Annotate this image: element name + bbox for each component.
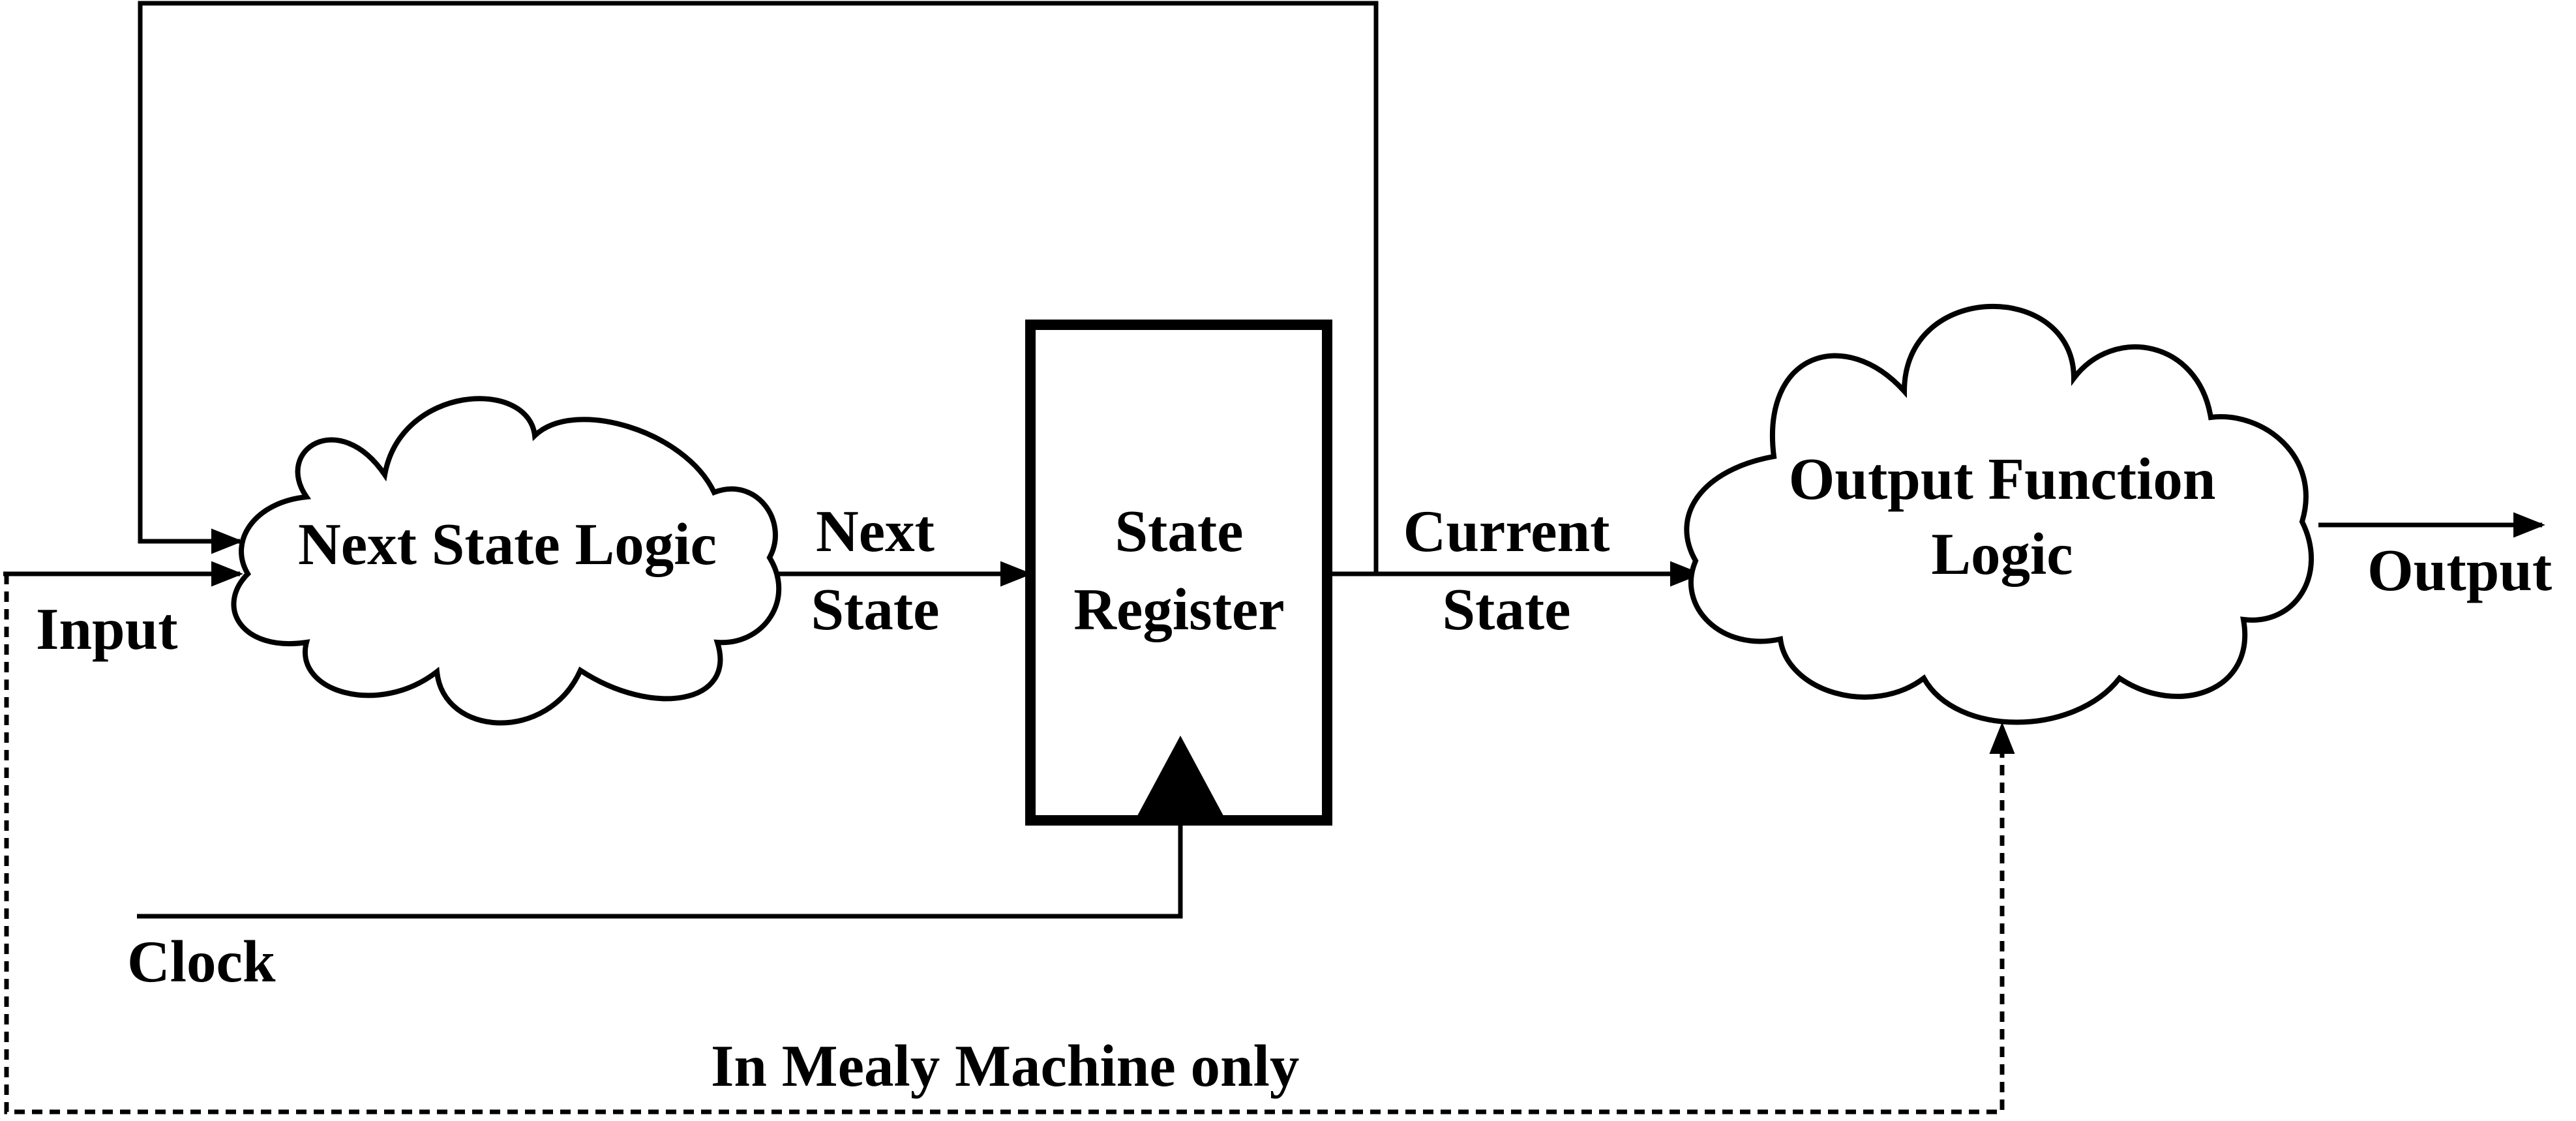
- next-state-logic-cloud: [231, 396, 782, 726]
- mealy-dashed-wire: [4, 574, 2015, 1114]
- feedback-wire: [138, 1, 1379, 574]
- output-function-logic-label-line2: Logic: [1931, 521, 2073, 587]
- output-function-logic-label-line1: Output Function: [1789, 446, 2216, 512]
- input-label: Input: [36, 596, 178, 662]
- state-register-label-line1: State: [1115, 498, 1243, 564]
- next-state-label-line1: Next: [816, 498, 935, 564]
- mealy-note-label: In Mealy Machine only: [711, 1033, 1299, 1099]
- clock-wire: [137, 823, 1183, 919]
- state-register-label-line2: Register: [1073, 576, 1284, 642]
- output-label: Output: [2367, 537, 2552, 603]
- clock-edge-triangle: [1133, 736, 1227, 823]
- current-state-label-line1: Current: [1403, 498, 1610, 564]
- clock-label: Clock: [127, 929, 276, 994]
- next-state-label-line2: State: [811, 576, 939, 642]
- output-function-logic-cloud: [1684, 303, 2314, 725]
- current-state-label-line2: State: [1442, 576, 1570, 642]
- next-state-logic-label: Next State Logic: [298, 511, 717, 577]
